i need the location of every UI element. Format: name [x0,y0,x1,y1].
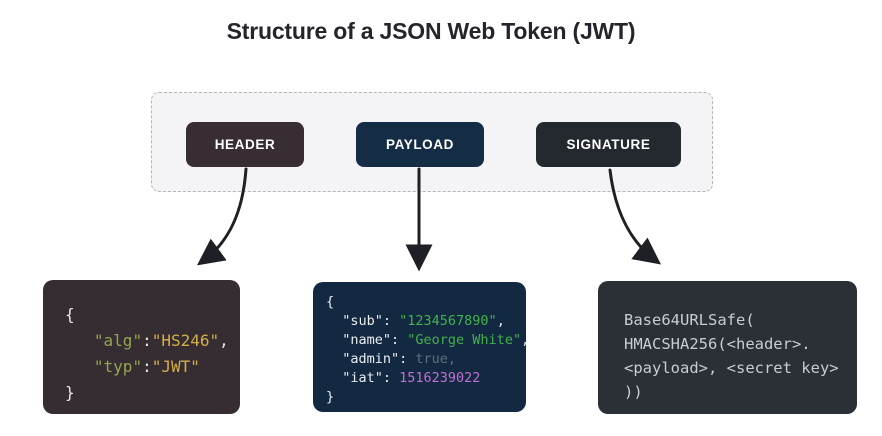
code-line: "iat": 1516239022 [326,370,481,386]
code-line: "sub": "1234567890", [326,313,505,329]
signature-code-box: Base64URLSafe( HMACSHA256(<header>. <paylo… [598,281,857,414]
code-line: )) [624,383,643,401]
code-line: { [326,294,335,310]
signature-pill-label: SIGNATURE [566,137,651,152]
payload-pill: PAYLOAD [356,122,484,167]
signature-pill: SIGNATURE [536,122,681,167]
code-line: } [326,389,335,405]
payload-code-box: { "sub": "1234567890", "name": "George W… [313,282,530,412]
code-line: "alg":"HS246", [93,331,229,350]
token-parts-panel: HEADER PAYLOAD SIGNATURE [151,92,713,192]
header-pill-label: HEADER [214,137,276,152]
code-line: { [65,305,75,324]
payload-pill-label: PAYLOAD [386,137,454,152]
header-pill: HEADER [186,122,304,167]
code-line: } [65,383,75,402]
code-line: "admin": true, [326,351,457,367]
code-line: "name": "George White", [326,332,530,348]
code-line: Base64URLSafe( [624,311,755,329]
header-code-box: { "alg":"HS246", "typ":"JWT"} [43,280,240,414]
code-line: <payload>, <secret key> [624,359,839,377]
code-line: HMACSHA256(<header>. [624,335,811,353]
page-title: Structure of a JSON Web Token (JWT) [226,18,636,44]
code-line: "typ":"JWT" [93,357,200,376]
